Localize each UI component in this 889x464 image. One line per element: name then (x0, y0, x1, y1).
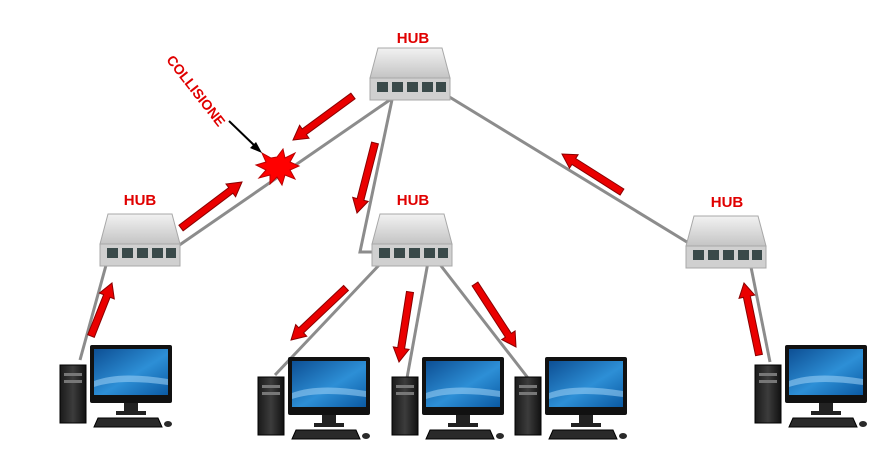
drive-bay (64, 380, 82, 383)
monitor-base (116, 411, 146, 415)
computers (59, 345, 867, 440)
traffic-arrows (87, 92, 763, 363)
monitor-screen (426, 361, 500, 407)
monitor-screen (292, 361, 366, 407)
hub-right-label: HUB (710, 194, 744, 211)
traffic-arrow-9 (738, 282, 763, 357)
hub-right (685, 215, 767, 269)
hub-center-label: HUB (396, 192, 430, 209)
hub-ports (379, 248, 448, 258)
hub-left-label: HUB (123, 192, 157, 209)
mouse-icon (164, 421, 172, 427)
computer-pc-center-1 (257, 357, 370, 440)
monitor-base (448, 423, 478, 427)
keyboard-icon (93, 417, 163, 428)
drive-bay (519, 392, 537, 395)
drive-bay (759, 380, 777, 383)
link-left-pc (78, 257, 110, 361)
monitor-stand (456, 415, 470, 423)
monitor-base (811, 411, 841, 415)
drive-bay (519, 385, 537, 388)
screen-wave (292, 387, 366, 399)
hub-ports (107, 248, 176, 258)
screen-wave (789, 375, 863, 387)
monitor-screen (549, 361, 623, 407)
keyboard-icon (548, 429, 618, 440)
mouse-icon (859, 421, 867, 427)
traffic-arrow-1 (87, 282, 115, 338)
keyboard-icon (291, 429, 361, 440)
drive-bay (396, 392, 414, 395)
traffic-arrow-5 (561, 153, 625, 196)
hub-ports (377, 82, 446, 92)
traffic-arrow-4 (351, 141, 380, 214)
link-top-right (437, 88, 701, 252)
hub-top (369, 47, 451, 101)
mouse-icon (362, 433, 370, 439)
monitor-base (571, 423, 601, 427)
computer-pc-right (754, 345, 867, 428)
monitor-stand (819, 403, 833, 411)
collision-pointer-arrow (228, 120, 262, 153)
monitor-screen (94, 349, 168, 395)
link-center-pc1 (273, 260, 384, 377)
traffic-arrow-3 (292, 92, 356, 141)
hub-center (371, 213, 453, 267)
hub-ports (693, 250, 762, 260)
screen-wave (549, 387, 623, 399)
drive-bay (262, 385, 280, 388)
keyboard-icon (788, 417, 858, 428)
traffic-arrow-6 (290, 284, 350, 341)
traffic-arrow-2 (178, 181, 243, 232)
screen-wave (94, 375, 168, 387)
mouse-icon (619, 433, 627, 439)
link-center-pc2 (405, 261, 430, 379)
drive-bay (396, 385, 414, 388)
computer-pc-left (59, 345, 172, 428)
monitor-screen (789, 349, 863, 395)
cable-links (78, 88, 772, 379)
mouse-icon (496, 433, 504, 439)
computer-pc-center-3 (514, 357, 627, 440)
traffic-arrow-8 (471, 281, 517, 348)
drive-bay (64, 373, 82, 376)
drive-bay (262, 392, 280, 395)
hub-left (99, 213, 181, 267)
computer-pc-center-2 (391, 357, 504, 440)
monitor-stand (124, 403, 138, 411)
link-right-pc (748, 261, 772, 363)
monitor-stand (579, 415, 593, 423)
traffic-arrow-7 (392, 290, 415, 363)
keyboard-icon (425, 429, 495, 440)
monitor-stand (322, 415, 336, 423)
link-center-pc3 (436, 261, 530, 379)
screen-wave (426, 387, 500, 399)
monitor-base (314, 423, 344, 427)
drive-bay (759, 373, 777, 376)
hub-top-label: HUB (396, 30, 430, 47)
collision-burst-icon (254, 147, 301, 187)
